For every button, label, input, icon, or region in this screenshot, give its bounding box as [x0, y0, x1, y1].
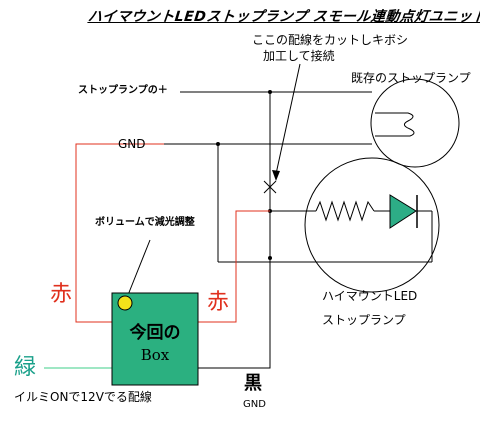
- gnd-top-label: GND: [118, 137, 146, 151]
- led-lamp-circle: [304, 157, 440, 293]
- led-lamp-label-line2: ストップランプ: [322, 313, 406, 327]
- led-lamp-label-line1: ハイマウントLED: [322, 289, 418, 303]
- cut-note-line1: ここの配線をカットしキボシ: [252, 33, 409, 47]
- green-label: 緑: [14, 355, 37, 380]
- box-label-line1: 今回の: [129, 323, 181, 343]
- existing-lamp-bulb: [370, 78, 460, 168]
- cut-arrow: [275, 63, 301, 175]
- red-wire-right: [198, 210, 270, 323]
- junction-dot: [268, 90, 272, 94]
- volume-knob: [117, 295, 133, 311]
- page-title: ハイマウントLEDストップランプ スモール連動点灯ユニット: [87, 9, 480, 25]
- gnd-bottom-label: GND: [243, 399, 266, 410]
- red-label-right: 赤: [207, 290, 230, 315]
- cut-arrow-head: [272, 170, 280, 181]
- black-gnd-wire: [198, 258, 271, 369]
- led-diode-symbol: [389, 194, 417, 229]
- volume-note: ボリュームで減光調整: [95, 217, 195, 228]
- illumi-note: イルミONで12Vでる配線: [14, 390, 152, 404]
- box-label-line2: Box: [140, 346, 170, 364]
- existing-lamp-label: 既存のストップランプ: [351, 71, 471, 85]
- volume-arrow: [127, 239, 151, 296]
- resistor-symbol: [315, 200, 375, 222]
- stop-plus-label: ストップランプの＋: [78, 85, 168, 96]
- black-label: 黒: [244, 373, 262, 394]
- cut-note-line2: 加工して接続: [263, 49, 335, 63]
- cut-mark-2: [263, 180, 277, 194]
- red-label-left: 赤: [50, 282, 73, 307]
- existing-lamp-filament: [375, 112, 415, 137]
- red-wire-left: [75, 143, 164, 323]
- junction-dot: [216, 142, 220, 146]
